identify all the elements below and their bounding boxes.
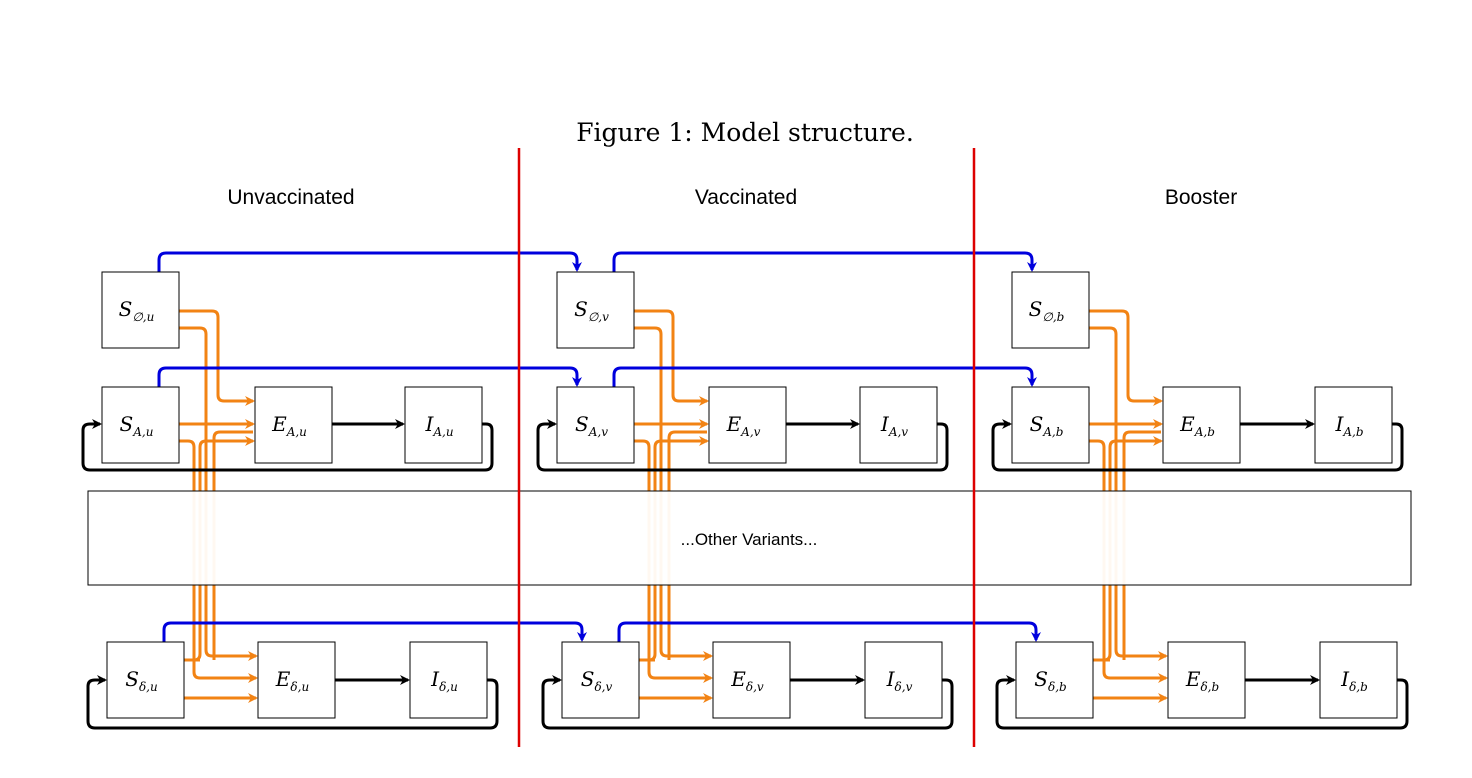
recovery-loop-a-u	[81, 419, 494, 472]
compartment-SDu: Sδ,u	[106, 641, 185, 719]
compartment-EDb: Eδ,b	[1167, 641, 1246, 719]
column-title-booster: Booster	[1165, 186, 1237, 209]
compartment-box	[409, 641, 488, 719]
compartment-label: IA,b	[1334, 412, 1363, 439]
vaccination-arrow-s0-u	[157, 251, 582, 272]
compartment-box	[101, 386, 180, 464]
compartment-box	[1162, 386, 1241, 464]
vaccination-arrow-sd-v	[617, 621, 1041, 642]
compartment-label: Sδ,v	[581, 667, 613, 694]
compartment-label: Eδ,u	[275, 667, 309, 694]
compartment-box	[561, 641, 640, 719]
infection-arrow-s0-to-ea-u	[179, 309, 255, 406]
other-variants-label: ...Other Variants...	[681, 530, 818, 549]
compartment-EAu: EA,u	[254, 386, 333, 464]
compartment-S0u: S∅,u	[101, 271, 180, 349]
compartment-label: Sδ,b	[1034, 667, 1066, 694]
vaccination-arrow-sa-v	[612, 366, 1037, 387]
infection-arrow-s0-to-ea-b	[1089, 309, 1163, 406]
compartment-box	[257, 641, 336, 719]
compartment-IAv: IA,v	[859, 386, 938, 464]
recovery-loop-a-b	[991, 419, 1404, 472]
compartment-box	[254, 386, 333, 464]
recovery-loop-d-b	[995, 675, 1409, 730]
compartment-box	[1319, 641, 1398, 719]
figure-caption: Figure 1: Model structure.	[576, 118, 914, 147]
compartment-box	[864, 641, 943, 719]
other-variants-band	[87, 490, 1412, 586]
compartment-box	[106, 641, 185, 719]
compartment-box	[1167, 641, 1246, 719]
recovery-loop-a-v	[536, 419, 949, 472]
compartment-label: EA,b	[1179, 412, 1215, 439]
compartment-box	[1314, 386, 1393, 464]
recovery-loop-d-v	[541, 675, 954, 730]
vaccination-arrow-s0-v	[612, 251, 1037, 272]
compartment-label: Iδ,u	[430, 667, 458, 694]
compartment-label: Eδ,v	[730, 667, 764, 694]
compartment-SAu: SA,u	[101, 386, 180, 464]
compartment-label: S∅,u	[119, 297, 155, 324]
compartment-label: Iδ,b	[1340, 667, 1368, 694]
compartment-box	[859, 386, 938, 464]
compartment-label: Iδ,v	[886, 667, 913, 694]
compartment-box	[404, 386, 483, 464]
compartment-S0v: S∅,v	[556, 271, 635, 349]
column-title-vaccinated: Vaccinated	[695, 186, 797, 209]
compartment-label: Sδ,u	[125, 667, 157, 694]
compartment-label: IA,u	[424, 412, 453, 439]
infection-trunk-sd-v	[639, 430, 707, 662]
compartment-label: Eδ,b	[1185, 667, 1219, 694]
compartment-SDv: Sδ,v	[561, 641, 640, 719]
compartment-box	[101, 271, 180, 349]
compartment-IDb: Iδ,b	[1319, 641, 1398, 719]
compartment-EAb: EA,b	[1162, 386, 1241, 464]
compartment-box	[708, 386, 787, 464]
recovery-loop-d-u	[86, 675, 499, 730]
vaccination-arrow-sa-u	[157, 366, 582, 387]
compartment-label: EA,v	[726, 412, 761, 439]
vaccination-arrow-sd-u	[162, 621, 587, 642]
compartment-EAv: EA,v	[708, 386, 787, 464]
compartment-IAu: IA,u	[404, 386, 483, 464]
column-title-unvaccinated: Unvaccinated	[227, 186, 354, 209]
compartment-label: EA,u	[271, 412, 307, 439]
compartment-box	[1011, 386, 1090, 464]
compartment-box	[556, 386, 635, 464]
infection-trunk-sd-b	[1093, 430, 1161, 662]
compartment-box	[712, 641, 791, 719]
compartment-box	[1011, 271, 1090, 349]
compartment-IAb: IA,b	[1314, 386, 1393, 464]
flow-arrows	[81, 251, 1409, 730]
compartment-label: SA,b	[1030, 412, 1064, 439]
compartment-label: S∅,v	[574, 297, 609, 324]
compartment-label: SA,v	[575, 412, 608, 439]
compartment-box	[1015, 641, 1094, 719]
compartment-IDv: Iδ,v	[864, 641, 943, 719]
compartment-boxes: S∅,uSA,u EA,u IA,uSδ,u Eδ,u Iδ,u S∅,vSA,v EA,v…	[101, 271, 1398, 719]
infection-trunk-sd-u	[184, 430, 253, 662]
infection-arrow-s0-to-ea-v	[634, 309, 709, 406]
compartment-IDu: Iδ,u	[409, 641, 488, 719]
compartment-box	[556, 271, 635, 349]
compartment-EDu: Eδ,u	[257, 641, 336, 719]
compartment-SAv: SA,v	[556, 386, 635, 464]
compartment-SAb: SA,b	[1011, 386, 1090, 464]
compartment-label: S∅,b	[1029, 297, 1065, 324]
compartment-SDb: Sδ,b	[1015, 641, 1094, 719]
compartment-label: SA,u	[120, 412, 154, 439]
compartment-S0b: S∅,b	[1011, 271, 1090, 349]
compartment-label: IA,v	[880, 412, 908, 439]
compartment-EDv: Eδ,v	[712, 641, 791, 719]
